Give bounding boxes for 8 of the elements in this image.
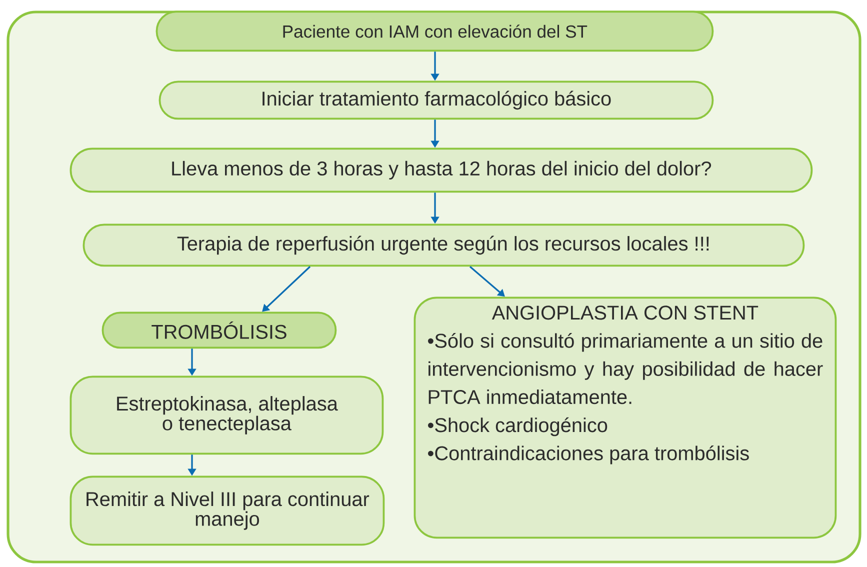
process-box: Terapia de reperfusión urgente según los recursos locales !!! — [82, 224, 805, 267]
process-box: Estreptokinasa, alteplasa o tenecteplasa — [70, 376, 384, 455]
info-box: ANGIOPLASTIA CON STENT •Sólo si consultó primariamente a un sitio de intervencionismo y hay posibilidad de hacer PTCA inmediatamente. •Shock cardiogénico •Contraindicaciones para trombólisis — [414, 296, 837, 539]
process-box: Iniciar tratamiento farmacológico básico — [158, 80, 714, 120]
process-box: Lleva menos de 3 horas y hasta 12 horas del inicio del dolor? — [70, 148, 813, 193]
process-box: Paciente con IAM con elevación del ST — [156, 10, 714, 52]
process-box: TROMBÓLISIS — [102, 312, 337, 349]
process-box: Remitir a Nivel III para continuar manejo — [70, 476, 385, 546]
